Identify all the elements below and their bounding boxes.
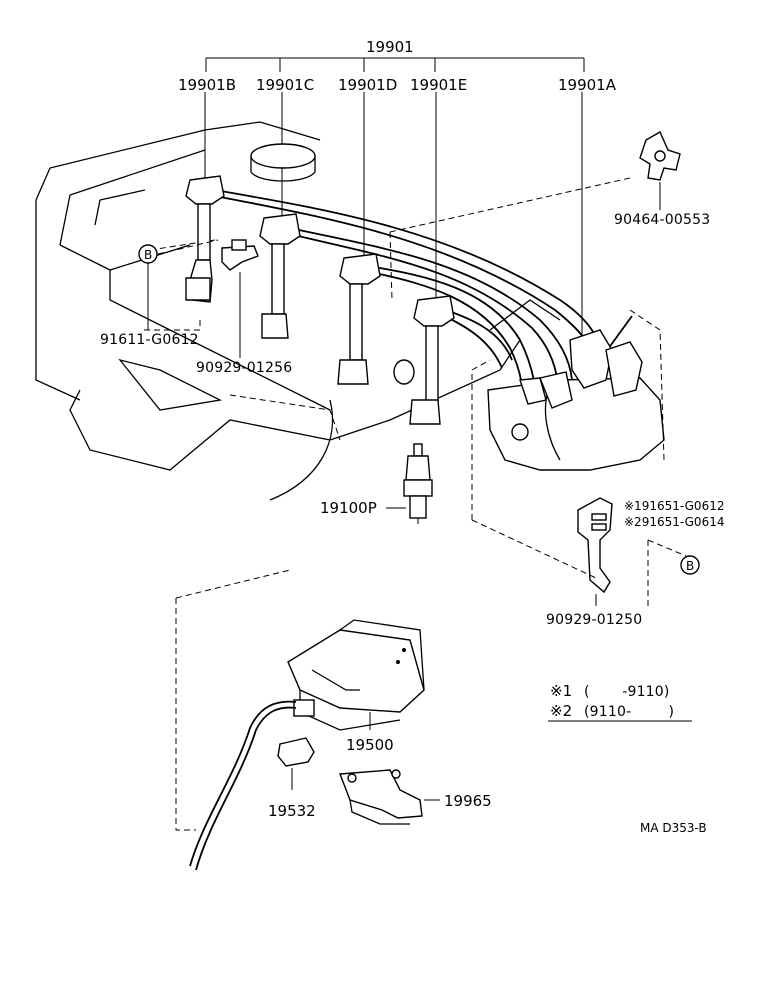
legend-row2-mark: ※2 (550, 702, 572, 720)
plug-caps (185, 175, 455, 425)
label-wire-a: 19901A (558, 76, 617, 94)
label-cord: 19532 (268, 802, 316, 820)
bracket-19965 (339, 769, 440, 825)
label-clamp-small: 90929-01256 (196, 360, 292, 376)
legend-row1-mark: ※1 (550, 682, 572, 700)
legend-row2-text: (9110- ) (584, 704, 674, 720)
label-note1: ※191651-G0612 (624, 499, 724, 513)
label-wire-d: 19901D (338, 76, 397, 94)
label-spark-plug: 19100P (320, 499, 377, 517)
clamp-90929-01250 (471, 359, 700, 610)
spark-plug (386, 443, 433, 524)
label-clamp: 90464-00553 (614, 212, 710, 228)
label-bolt: 91611-G0612 (100, 332, 199, 348)
label-bracket: 19965 (444, 792, 492, 810)
distributor (487, 309, 665, 471)
legend-row1-text: ( -9110) (584, 684, 670, 700)
label-wire-b: 19901B (178, 76, 236, 94)
label-clamp-right: 90929-01250 (546, 612, 642, 628)
label-wire-set: 19901 (366, 38, 414, 56)
clamp-90929-01256 (221, 239, 259, 358)
clamp-90464 (639, 131, 681, 210)
label-coil: 19500 (346, 736, 394, 754)
ref-marker-right: B (686, 559, 694, 573)
bolt-leader (138, 239, 219, 330)
wire-set-callout (204, 57, 585, 345)
ignition-coil (175, 569, 425, 831)
coil-cord (189, 700, 315, 871)
drawing-code: MA D353-B (640, 821, 707, 835)
ref-marker-left: B (144, 248, 152, 262)
engine-block-outline (35, 121, 631, 501)
label-wire-c: 19901C (256, 76, 314, 94)
label-wire-e: 19901E (410, 76, 467, 94)
label-note2: ※291651-G0614 (624, 515, 724, 529)
